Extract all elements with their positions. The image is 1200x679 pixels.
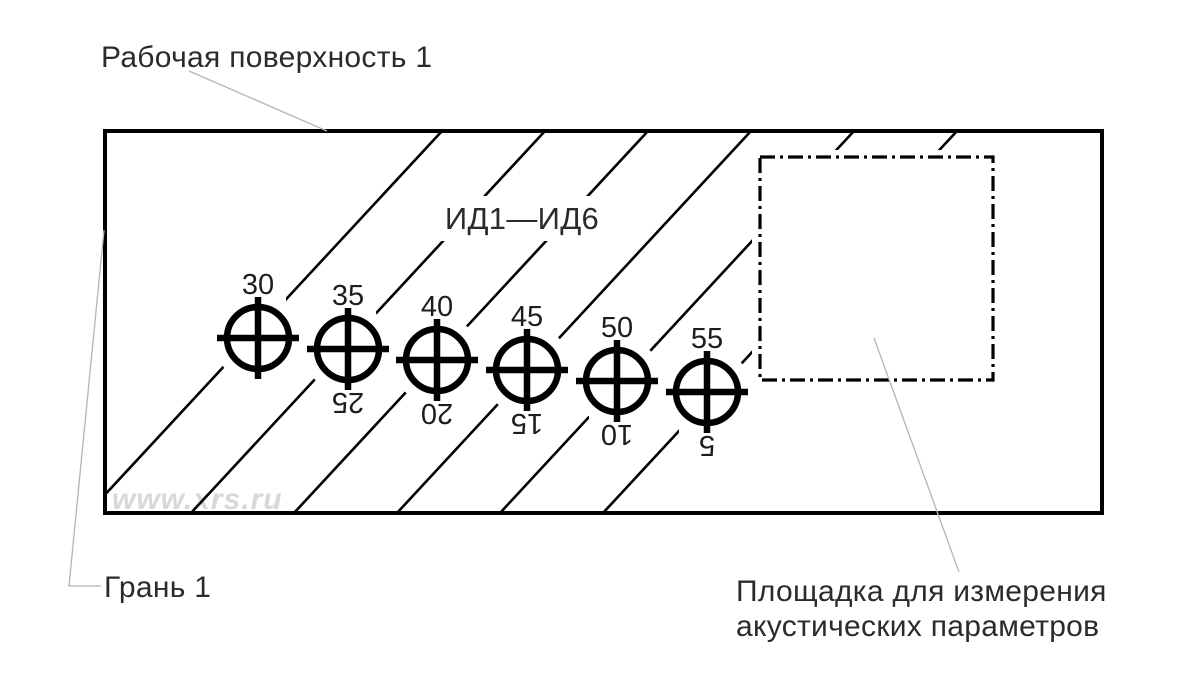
acoustic-pad-label-line2: акустических параметров: [736, 610, 1100, 643]
leader-working-surface: [188, 70, 328, 132]
acoustic-pad-label-line1: Площадка для измерения: [736, 575, 1107, 608]
working-surface-label: Рабочая поверхность 1: [101, 41, 433, 74]
target-mark-5: [576, 340, 658, 422]
target-mark-4: [486, 329, 568, 411]
depth-label-top-1: 30: [241, 269, 275, 301]
reflector-range-label: ИД1—ИД6: [444, 201, 600, 236]
depth-label-bottom-3: 20: [420, 397, 454, 429]
depth-label-bottom-6: 5: [698, 429, 716, 461]
hatch-line: [602, 132, 958, 512]
acoustic-pad-label: Площадка для измерения акустических пара…: [736, 574, 1107, 644]
hatch-line: [396, 132, 752, 512]
depth-label-top-5: 50: [600, 312, 634, 344]
leader-acoustic-pad: [873, 337, 960, 573]
depth-label-top-3: 40: [420, 291, 454, 323]
depth-label-bottom-2: 25: [331, 386, 365, 418]
depth-label-bottom-5: 10: [600, 418, 634, 450]
watermark-text: www.xrs.ru: [112, 483, 283, 516]
depth-label-top-4: 45: [510, 301, 544, 333]
target-marks: [217, 297, 748, 433]
acoustic-pad-outline: [758, 155, 995, 382]
edge-label: Грань 1: [104, 571, 212, 604]
target-mark-2: [307, 308, 389, 390]
leader-lines: [68, 70, 960, 587]
hatch-line: [293, 132, 649, 512]
depth-label-top-2: 35: [331, 280, 365, 312]
target-mark-3: [396, 319, 478, 401]
target-mark-1: [217, 297, 299, 379]
leader-edge: [68, 229, 105, 587]
hatch-line: [499, 132, 855, 512]
block-outline: [103, 129, 1104, 515]
target-mark-6: [666, 351, 748, 433]
hatch-line: [106, 132, 443, 496]
depth-label-top-6: 55: [690, 323, 724, 355]
depth-label-bottom-4: 15: [510, 407, 544, 439]
